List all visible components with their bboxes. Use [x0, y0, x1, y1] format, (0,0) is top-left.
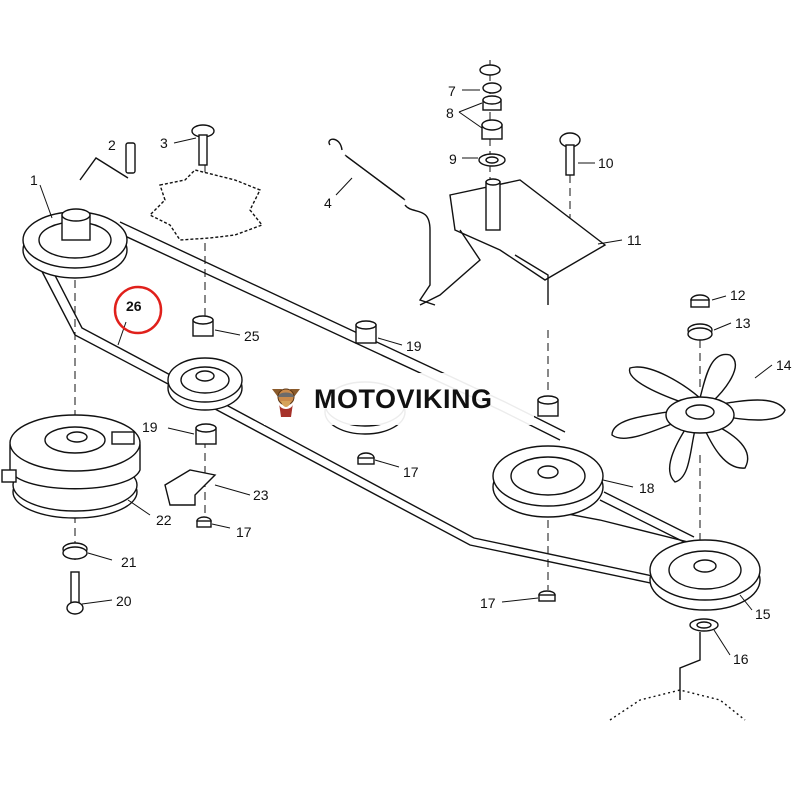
fan-washer — [687, 323, 713, 341]
lock-nut-right — [538, 590, 556, 602]
callout-2: 2 — [108, 137, 116, 153]
callout-12: 12 — [730, 287, 746, 303]
clutch-bolt — [66, 571, 84, 615]
callout-8: 8 — [446, 105, 454, 121]
cooling-fan — [611, 353, 786, 483]
callout-1: 1 — [30, 172, 38, 188]
callout-25: 25 — [244, 328, 260, 344]
mounting-bracket — [164, 469, 217, 506]
tension-spring — [328, 138, 436, 306]
watermark-banner: MOTOVIKING — [264, 373, 534, 425]
spindle-housing-fragment — [609, 689, 746, 721]
callout-3: 3 — [160, 135, 168, 151]
callout-22: 22 — [156, 512, 172, 528]
idler-bolt — [191, 124, 215, 166]
callout-11: 11 — [627, 232, 642, 248]
belt-right-run-b — [603, 491, 695, 538]
fan-nut — [690, 294, 710, 308]
spacer — [192, 315, 214, 337]
bushing-lower — [195, 423, 217, 445]
callout-4: 4 — [324, 195, 332, 211]
belt-guide-plate — [148, 169, 264, 241]
callout-14: 14 — [776, 357, 792, 373]
callout-26: 26 — [126, 298, 142, 314]
callout-21: 21 — [121, 554, 137, 570]
shaft-key — [79, 142, 136, 181]
callout-20: 20 — [116, 593, 132, 609]
callout-17-left: 17 — [236, 524, 252, 540]
bracket-hardware-stack — [478, 64, 506, 167]
lock-nut-left — [196, 516, 212, 528]
callout-13: 13 — [735, 315, 751, 331]
watermark-text: MOTOVIKING — [314, 383, 493, 414]
axis-lines — [74, 60, 701, 590]
idler-bracket — [419, 178, 607, 306]
highlight-circle — [113, 285, 163, 335]
callout-23: 23 — [253, 487, 269, 503]
viking-logo-icon — [272, 388, 300, 417]
bracket-bolt — [559, 132, 581, 176]
callout-labels: 1 2 3 4 7 8 9 10 11 12 13 14 15 16 17 17… — [30, 83, 792, 667]
idler-spacer-right — [537, 395, 559, 417]
idler-pulley-right — [492, 445, 604, 518]
callout-16: 16 — [733, 651, 749, 667]
callout-18: 18 — [639, 480, 655, 496]
retaining-ring — [689, 618, 719, 632]
callout-17-center: 17 — [403, 464, 419, 480]
callout-19-upper: 19 — [406, 338, 422, 354]
spindle-shaft — [679, 632, 701, 700]
bushing-upper — [355, 320, 377, 344]
deck-pulley — [649, 539, 761, 611]
callout-7: 7 — [448, 83, 456, 99]
lock-nut-center — [357, 452, 375, 465]
callout-19-lower: 19 — [142, 419, 158, 435]
engine-pulley — [22, 208, 128, 279]
callout-9: 9 — [449, 151, 457, 167]
callout-10: 10 — [598, 155, 614, 171]
callout-17-right: 17 — [480, 595, 496, 611]
callout-leaders — [39, 89, 773, 656]
electric-clutch — [1, 414, 141, 519]
callout-15: 15 — [755, 606, 771, 622]
belt-right-run-a — [599, 499, 691, 546]
clutch-washer — [62, 542, 88, 560]
idler-pulley-left — [167, 357, 243, 411]
